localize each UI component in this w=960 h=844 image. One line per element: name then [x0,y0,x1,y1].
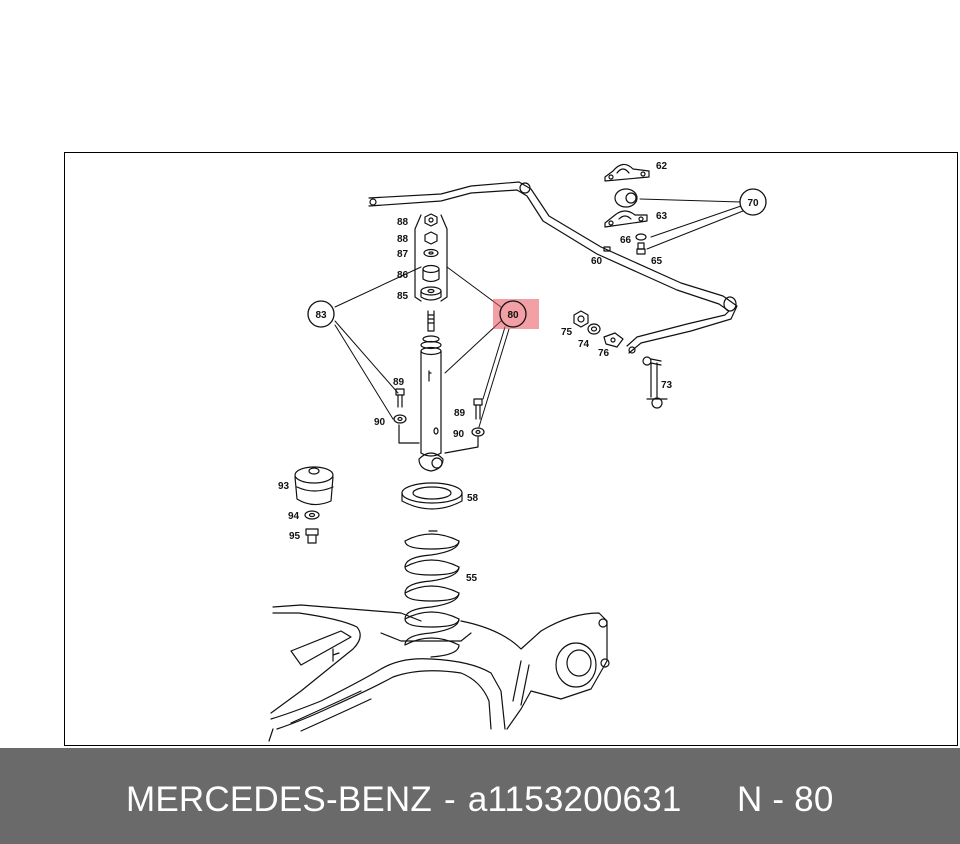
bolt-65 [636,242,646,255]
rubber-85 [420,286,442,301]
label-55: 55 [466,573,478,584]
label-90-left: 90 [374,417,386,428]
highlight-box [493,299,539,329]
label-93: 93 [278,481,290,492]
lower-control-arm [268,604,610,742]
rubber-86 [422,264,440,283]
shock-absorber [418,310,444,472]
bump-stop-93 [294,466,334,506]
callout-70: 70 [747,198,759,209]
label-90-right: 90 [453,429,465,440]
label-86: 86 [397,270,409,281]
nut-88-top [424,213,438,227]
exploded-parts-diagram: 70 83 80 62 63 66 65 60 88 88 87 86 85 7… [268,161,767,742]
leader-lines [334,198,744,428]
label-65: 65 [651,256,663,267]
label-88-second: 88 [397,234,409,245]
label-66: 66 [620,235,632,246]
mount-bracket-lines [398,424,479,454]
label-85: 85 [397,291,409,302]
coil-spring-55 [404,530,460,658]
mount-stack-bracket [414,214,448,302]
label-87: 87 [397,249,409,260]
diagram-frame: 70 83 80 62 63 66 65 60 88 88 87 86 85 7… [64,152,958,746]
label-89-left: 89 [393,377,405,388]
callout-circle-83 [307,300,335,328]
footer-part-info: MERCEDES-BENZ-a1153200631 [126,780,682,820]
bolt-89-left [395,388,405,408]
label-88-top: 88 [397,217,409,228]
brand-name: MERCEDES-BENZ [126,780,432,819]
label-89-right: 89 [454,408,466,419]
label-76: 76 [598,348,610,359]
clamp-lower-63 [604,210,648,228]
label-60: 60 [591,256,603,267]
callout-circle-80 [499,300,527,328]
coupling-rod-73 [642,356,668,409]
washer-90-right [471,427,485,437]
washer-94 [304,510,320,520]
part-labels: 62 63 66 65 60 88 88 87 86 85 75 74 76 7… [278,161,673,584]
callout-80: 80 [507,310,519,321]
label-62: 62 [656,161,668,172]
washer-66 [635,233,647,241]
label-95: 95 [289,531,301,542]
footer-bar: MERCEDES-BENZ-a1153200631 N - 80 [0,748,960,844]
washer-90-left [393,414,407,424]
bolt-95 [305,528,319,544]
rubber-bushing [614,188,638,208]
label-75: 75 [561,327,573,338]
bolt-89-right [473,398,483,420]
nut-75 [573,310,589,328]
nut-88-second [424,231,438,245]
footer-separator: - [443,780,456,819]
label-63: 63 [656,211,668,222]
diagram-reference: N - 80 [737,780,834,819]
clamp-upper-62 [604,163,650,182]
washer-87 [423,248,439,258]
part-number: a1153200631 [467,780,682,819]
stabilizer-bar [368,181,738,354]
label-94: 94 [288,511,300,522]
callout-circle-70 [739,188,767,216]
label-74: 74 [578,339,590,350]
label-58: 58 [467,493,479,504]
label-73: 73 [661,380,673,391]
bracket-76 [603,332,624,348]
spring-seat-58 [401,482,463,510]
callout-83: 83 [315,310,327,321]
washer-74 [587,323,601,335]
